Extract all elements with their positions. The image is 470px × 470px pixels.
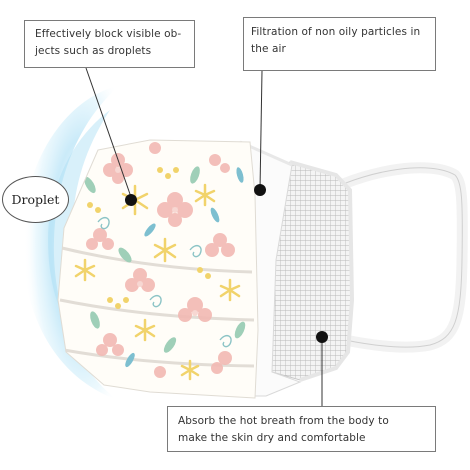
callout-absorb-breath: Absorb the hot breath from the body to m… bbox=[167, 406, 436, 452]
callout-text-line: Absorb the hot breath from the body to bbox=[178, 415, 389, 427]
black-circle-marker-icon bbox=[125, 194, 137, 206]
droplet-mist bbox=[22, 85, 120, 400]
leader-lines bbox=[85, 67, 323, 406]
callout-text-line: the air bbox=[251, 43, 286, 55]
callout-text-line: Filtration of non oily particles in bbox=[251, 26, 421, 38]
callout-text-line: jects such as droplets bbox=[35, 45, 152, 57]
mask-outline bbox=[57, 139, 259, 399]
black-circle-marker-icon bbox=[316, 331, 328, 343]
leader-line-droplets bbox=[85, 67, 132, 198]
callout-block-droplets: Effectively block visible ob- jects such… bbox=[24, 20, 195, 68]
droplet-badge: Droplet bbox=[2, 176, 69, 223]
floral-outer-layer bbox=[58, 140, 258, 398]
black-circle-marker-icon bbox=[254, 184, 266, 196]
callout-text-line: make the skin dry and comfortable bbox=[178, 432, 366, 444]
leader-line-filtration bbox=[259, 70, 263, 191]
callout-text-line: Effectively block visible ob- bbox=[35, 28, 182, 40]
callout-filtration: Filtration of non oily particles in the … bbox=[243, 17, 436, 71]
